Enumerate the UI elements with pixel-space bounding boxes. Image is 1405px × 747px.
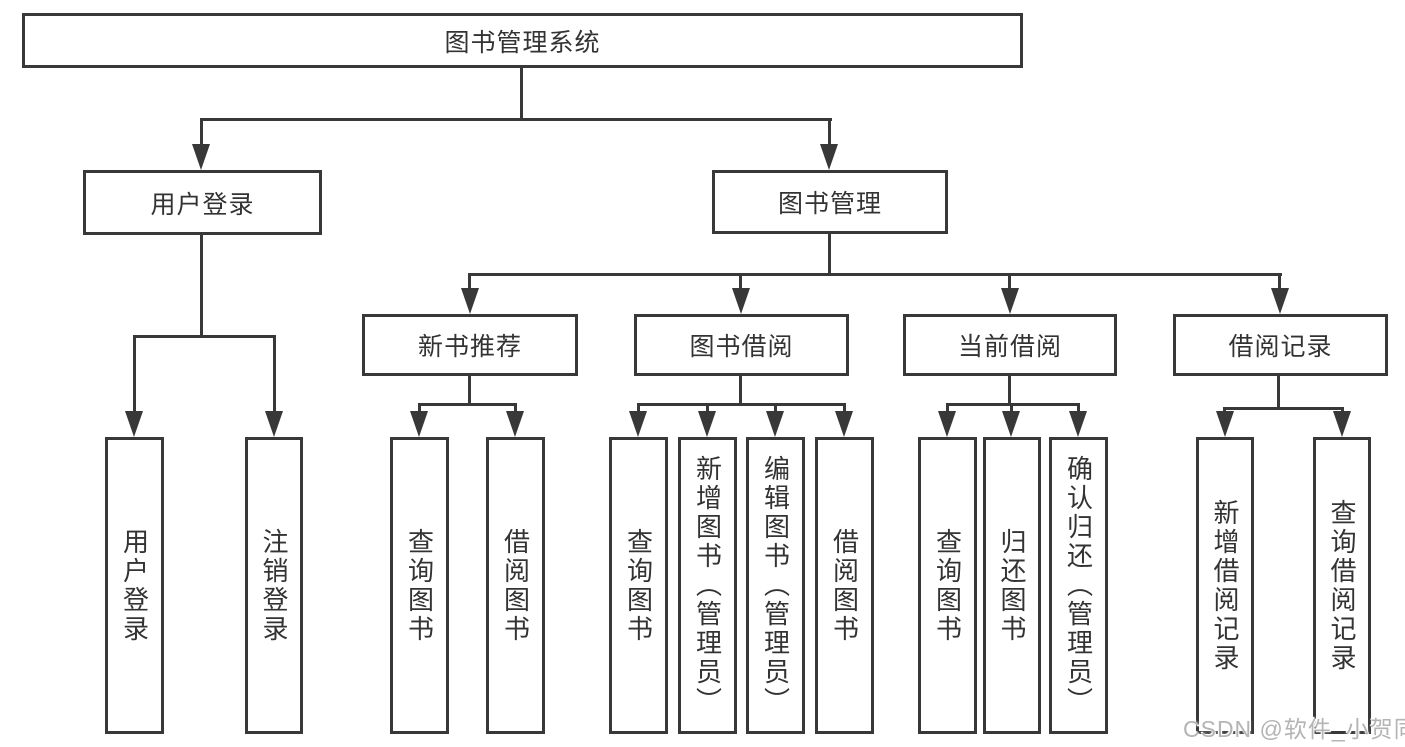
leaf-borrow-book-recommend-label: 借阅图书	[500, 527, 531, 644]
connector-line	[1341, 407, 1344, 412]
connector-line	[1277, 376, 1280, 409]
leaf-borrow-book-label: 借阅图书	[829, 527, 860, 644]
node-new-book-recommend: 新书推荐	[362, 314, 578, 376]
connector-line	[520, 68, 523, 120]
connector-line	[637, 403, 846, 406]
arrow-down-icon	[1002, 411, 1020, 437]
leaf-add-book-admin-label: 新增图书（管理员）	[692, 455, 723, 716]
connector-line	[828, 233, 831, 275]
connector-line	[946, 403, 1080, 406]
leaf-query-book-borrow: 查询图书	[609, 437, 668, 734]
connector-line	[843, 403, 846, 412]
connector-line	[200, 118, 832, 121]
arrow-down-icon	[1216, 411, 1234, 437]
connector-line	[1077, 403, 1080, 412]
connector-line	[1008, 273, 1011, 290]
node-book-borrow-label: 图书借阅	[689, 333, 794, 361]
leaf-query-borrow-record-label: 查询借阅记录	[1327, 498, 1357, 673]
node-book-management-label: 图书管理	[777, 190, 882, 218]
arrow-down-icon	[766, 411, 784, 437]
arrow-down-icon	[732, 288, 750, 314]
node-book-management: 图书管理	[712, 170, 948, 234]
arrow-down-icon	[1271, 288, 1289, 314]
arrow-down-icon	[938, 411, 956, 437]
connector-line	[1223, 407, 1344, 410]
arrow-down-icon	[835, 411, 853, 437]
connector-line	[706, 403, 709, 412]
connector-line	[1010, 403, 1013, 412]
connector-line	[200, 118, 203, 146]
leaf-logout: 注销登录	[245, 437, 303, 734]
arrow-down-icon	[506, 411, 524, 437]
connector-line	[739, 376, 742, 405]
node-current-borrow-label: 当前借阅	[957, 333, 1062, 361]
arrow-down-icon	[461, 288, 479, 314]
connector-line	[774, 403, 777, 412]
leaf-borrow-book-recommend: 借阅图书	[486, 437, 545, 734]
connector-line	[418, 403, 421, 412]
connector-line	[468, 376, 471, 405]
leaf-query-book-borrow-label: 查询图书	[623, 527, 654, 644]
leaf-query-borrow-record: 查询借阅记录	[1313, 437, 1371, 734]
arrow-down-icon	[1001, 288, 1019, 314]
arrow-down-icon	[192, 144, 210, 170]
node-borrow-records: 借阅记录	[1173, 314, 1388, 376]
connector-line	[418, 403, 517, 406]
arrow-down-icon	[125, 411, 143, 437]
node-current-borrow: 当前借阅	[903, 314, 1117, 376]
leaf-borrow-book: 借阅图书	[815, 437, 874, 734]
connector-line	[637, 403, 640, 412]
arrow-down-icon	[265, 411, 283, 437]
leaf-confirm-return-admin: 确认归还（管理员）	[1049, 437, 1108, 734]
leaf-add-borrow-record-label: 新增借阅记录	[1210, 498, 1240, 673]
arrow-down-icon	[629, 411, 647, 437]
leaf-logout-label: 注销登录	[259, 527, 289, 644]
leaf-confirm-return-admin-label: 确认归还（管理员）	[1063, 455, 1094, 716]
leaf-return-book-label: 归还图书	[997, 527, 1027, 644]
node-borrow-records-label: 借阅记录	[1228, 333, 1333, 361]
arrow-down-icon	[410, 411, 428, 437]
leaf-add-borrow-record: 新增借阅记录	[1196, 437, 1254, 734]
connector-line	[514, 403, 517, 412]
node-root: 图书管理系统	[22, 13, 1023, 68]
node-user-login-label: 用户登录	[150, 190, 255, 219]
node-new-book-recommend-label: 新书推荐	[417, 333, 522, 361]
connector-line	[828, 118, 831, 146]
arrow-down-icon	[698, 411, 716, 437]
leaf-add-book-admin: 新增图书（管理员）	[678, 437, 737, 734]
connector-line	[1223, 407, 1226, 412]
connector-line	[1278, 273, 1281, 290]
leaf-user-login-label: 用户登录	[119, 527, 150, 644]
leaf-query-book-recommend-label: 查询图书	[404, 527, 435, 644]
connector-line	[273, 335, 276, 413]
node-book-borrow: 图书借阅	[634, 314, 849, 376]
leaf-edit-book-admin: 编辑图书（管理员）	[746, 437, 805, 734]
leaf-query-book-recommend: 查询图书	[390, 437, 449, 734]
connector-line	[1008, 376, 1011, 405]
leaf-edit-book-admin-label: 编辑图书（管理员）	[760, 455, 791, 716]
node-root-label: 图书管理系统	[444, 28, 601, 57]
leaf-return-book: 归还图书	[983, 437, 1041, 734]
leaf-user-login: 用户登录	[105, 437, 164, 734]
connector-line	[946, 403, 949, 412]
csdn-watermark: CSDN @软件_小贺同学	[1183, 716, 1405, 742]
connector-line	[468, 273, 1282, 276]
leaf-query-book-current-label: 查询图书	[932, 527, 963, 644]
connector-line	[133, 335, 136, 413]
node-user-login: 用户登录	[83, 170, 322, 235]
connector-line	[200, 233, 203, 337]
connector-line	[739, 273, 742, 290]
connector-line	[468, 273, 471, 290]
arrow-down-icon	[1333, 411, 1351, 437]
connector-line	[133, 335, 276, 338]
arrow-down-icon	[820, 144, 838, 170]
leaf-query-book-current: 查询图书	[918, 437, 977, 734]
arrow-down-icon	[1069, 411, 1087, 437]
